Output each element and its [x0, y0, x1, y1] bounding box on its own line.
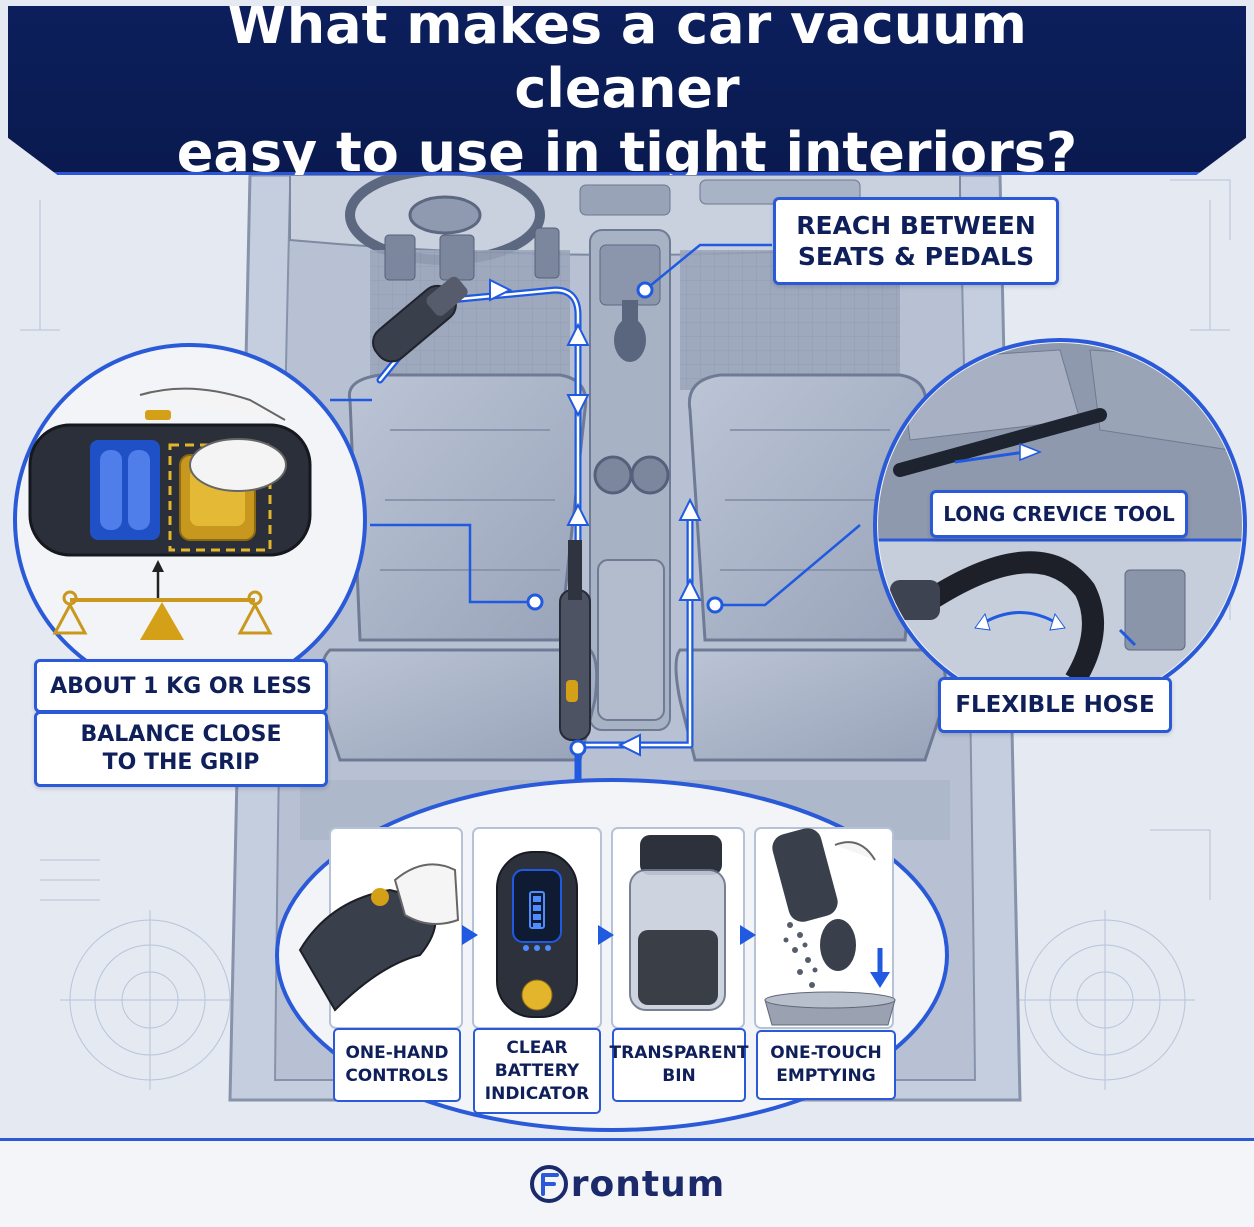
balance-line-2: TO THE GRIP [102, 750, 260, 775]
step-2-line-2: BATTERY [494, 1060, 580, 1081]
step-battery-indicator: CLEAR BATTERY INDICATOR [473, 1028, 601, 1114]
step-transparent-bin: TRANSPARENT BIN [609, 1028, 749, 1102]
reach-line-2: SEATS & PEDALS [797, 242, 1035, 271]
hose-label: FLEXIBLE HOSE [955, 692, 1155, 718]
step-3-line-2: BIN [662, 1066, 696, 1086]
step-3-line-1: TRANSPARENT [609, 1043, 749, 1063]
step-one-hand-controls: ONE-HAND CONTROLS [333, 1028, 461, 1102]
page-title: What makes a car vacuum cleaner easy to … [127, 0, 1127, 184]
step-1-line-1: ONE-HAND [345, 1043, 449, 1063]
balance-line-1: BALANCE CLOSE [80, 722, 282, 747]
brand-name: rontum [570, 1163, 726, 1205]
weight-callout: ABOUT 1 KG OR LESS [34, 659, 328, 713]
crevice-callout: LONG CREVICE TOOL [930, 490, 1188, 538]
step-4-line-2: EMPTYING [776, 1066, 876, 1086]
title-banner: What makes a car vacuum cleaner easy to … [8, 6, 1246, 175]
reach-line-1: REACH BETWEEN [796, 211, 1036, 240]
brand-logo: rontum [529, 1164, 725, 1205]
hose-callout: FLEXIBLE HOSE [938, 677, 1172, 733]
weight-label: ABOUT 1 KG OR LESS [50, 673, 312, 699]
step-1-line-2: CONTROLS [345, 1066, 449, 1086]
step-4-line-1: ONE-TOUCH [770, 1043, 882, 1063]
title-line-2: easy to use in tight interiors? [176, 121, 1078, 184]
crevice-label: LONG CREVICE TOOL [943, 502, 1175, 526]
step-2-line-1: CLEAR [506, 1037, 568, 1058]
brand-f-icon [529, 1165, 568, 1203]
step-2-line-3: INDICATOR [484, 1083, 590, 1104]
footer: rontum [0, 1138, 1254, 1227]
balance-callout: BALANCE CLOSE TO THE GRIP [34, 711, 328, 787]
reach-callout: REACH BETWEEN SEATS & PEDALS [773, 197, 1059, 285]
step-one-touch-emptying: ONE-TOUCH EMPTYING [756, 1030, 896, 1100]
title-line-1: What makes a car vacuum cleaner [227, 0, 1027, 120]
